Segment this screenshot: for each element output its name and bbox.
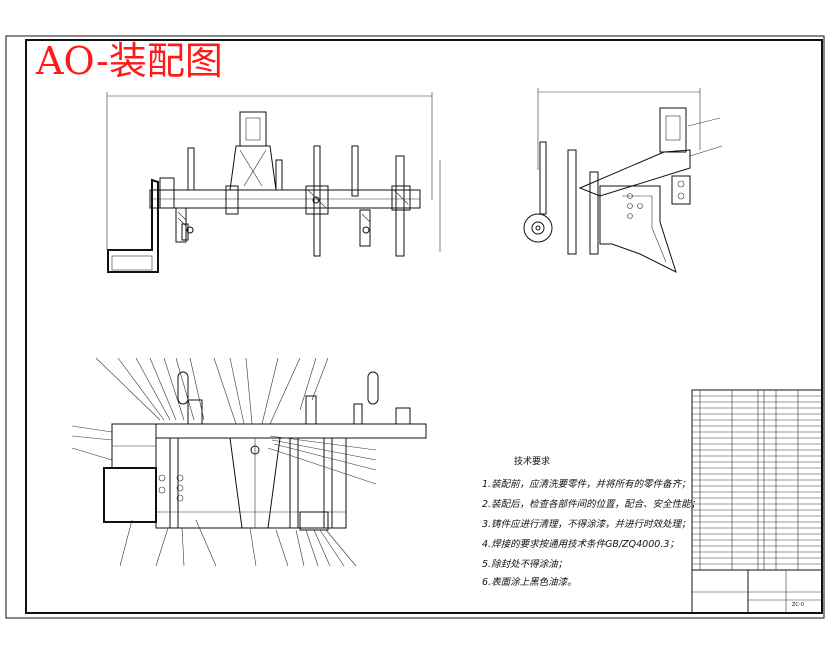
requirements-heading: 技术要求	[514, 455, 550, 467]
requirement-2: 2.装配后，检查各部件间的位置，配合、安全性能；	[482, 498, 700, 510]
requirement-1: 1.装配前，应清洗要零件，并将所有的零件备齐；	[482, 478, 691, 490]
drawing-number: ZC-0	[792, 602, 804, 608]
technical-requirements: 技术要求 1.装配前，应清洗要零件，并将所有的零件备齐； 2.装配后，检查各部件…	[482, 455, 700, 588]
drawing-title: AO-装配图	[35, 39, 223, 83]
parts-list-table: ZC-0	[691, 389, 823, 614]
requirement-6: 6.表面涂上黑色油漆。	[482, 576, 577, 588]
plan-view	[71, 357, 427, 567]
requirement-5: 5.除封处不得涂油；	[482, 558, 567, 570]
requirement-4: 4.焊接的要求按通用技术条件GB/ZQ4000.3；	[482, 538, 679, 550]
requirement-3: 3.铸件应进行清理，不得涂漆，并进行时效处理；	[482, 518, 691, 530]
inner-frame	[25, 39, 823, 614]
front-view	[106, 92, 441, 273]
side-view	[523, 88, 723, 273]
outer-border	[5, 35, 825, 619]
